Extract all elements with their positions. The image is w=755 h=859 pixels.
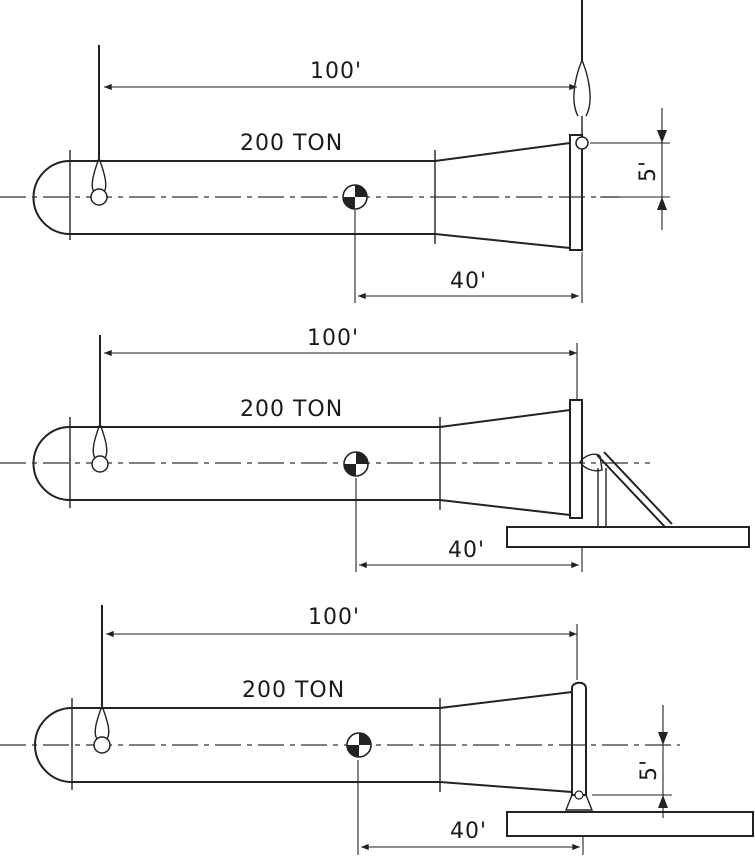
left-lift-sling <box>91 335 109 473</box>
cg-label: 40' <box>448 538 485 563</box>
panel-3: 100' 200 TON 40' 5' <box>0 605 754 855</box>
load-label: 200 TON <box>242 678 345 703</box>
right-lift-sling <box>573 0 591 150</box>
cg-label: 40' <box>450 819 487 844</box>
center-of-gravity-icon <box>343 451 369 477</box>
tailing-frame <box>506 451 750 548</box>
cg-label: 40' <box>450 269 487 294</box>
tailing-support <box>506 790 754 837</box>
left-lift-sling <box>90 45 108 206</box>
load-label: 200 TON <box>240 131 343 156</box>
load-label: 200 TON <box>240 397 343 422</box>
offset-label: 5' <box>636 160 661 182</box>
offset-label: 5' <box>637 759 662 781</box>
span-label: 100' <box>307 326 359 351</box>
center-of-gravity-icon <box>346 732 372 758</box>
center-of-gravity-icon <box>342 184 368 210</box>
span-label: 100' <box>308 605 360 630</box>
panel-2: 100' 200 TON 40' <box>0 326 750 572</box>
tailing-skid <box>506 811 754 837</box>
span-label: 100' <box>310 59 362 84</box>
tailing-skid <box>506 526 750 548</box>
panel-1: 100' 200 TON 40' 5' <box>0 0 670 303</box>
left-lift-sling <box>93 605 111 754</box>
